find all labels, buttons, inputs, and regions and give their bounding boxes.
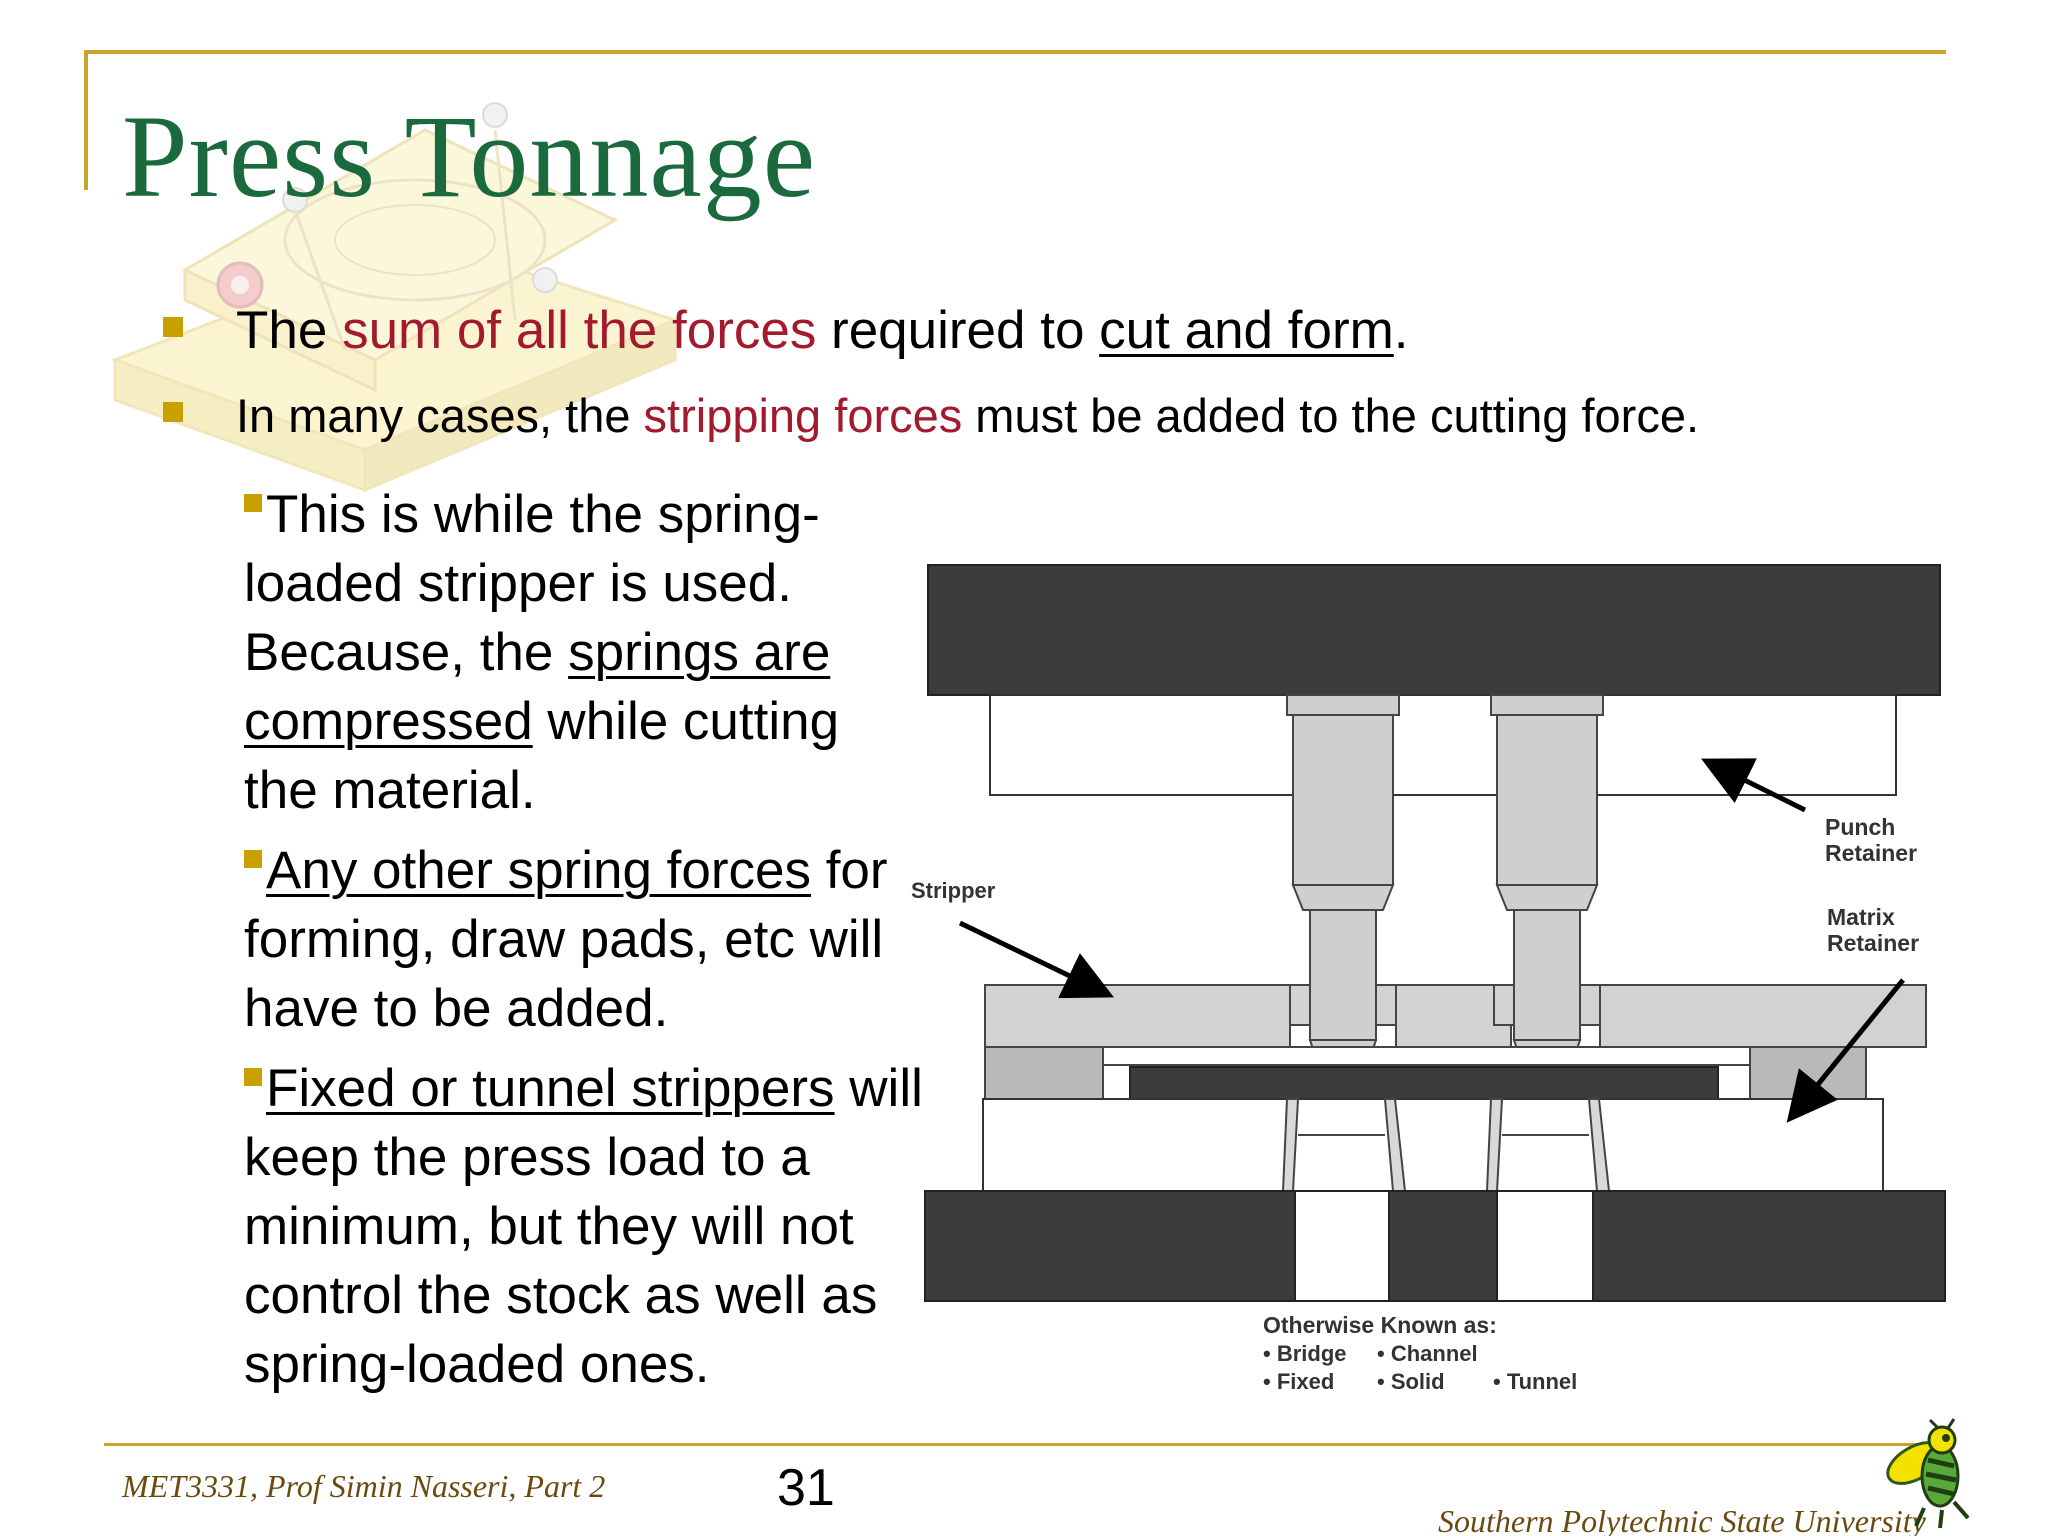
subbullet-1-underlined: springs are compressed xyxy=(244,623,831,751)
matrix-retainer xyxy=(982,1098,1884,1192)
top-die-plate xyxy=(927,564,1941,696)
label-punch-retainer-2: Retainer xyxy=(1825,840,1917,866)
bullet-2-text-a: In many cases, the xyxy=(236,389,644,442)
punch-retainer xyxy=(989,694,1897,796)
bullet-1-underlined: cut and form xyxy=(1099,301,1394,360)
footer-course: MET3331, Prof Simin Nasseri, Part 2 xyxy=(122,1468,606,1504)
die-set-diagram: Stripper Punch Retainer Matrix Retainer … xyxy=(911,564,1946,1394)
subbullet-2: Any other spring forces for forming, dra… xyxy=(244,836,924,1043)
slide-title: Press Tonnage xyxy=(122,91,817,222)
footer-university: Southern Polytechnic State University xyxy=(1438,1503,1926,1536)
spacer-bar xyxy=(1102,1046,1751,1066)
slug-opening-right xyxy=(1496,1190,1594,1302)
background-die-illustration xyxy=(110,102,680,493)
subbullet-column: This is while the spring-loaded stripper… xyxy=(244,480,944,1410)
bullet-2-highlight: stripping forces xyxy=(643,389,963,442)
bottom-rule xyxy=(104,1443,1926,1446)
label-matrix-retainer-1: Matrix xyxy=(1827,904,1895,930)
subbullet-2-underlined: Any other spring forces xyxy=(266,841,811,900)
subbullet-3: Fixed or tunnel strippers will keep the … xyxy=(244,1054,944,1399)
top-rule-vertical xyxy=(84,50,88,190)
subbullet-2-text: for forming, draw pads, etc will have to… xyxy=(244,841,888,1038)
top-rule xyxy=(84,50,1946,54)
bullet-1-text-b: required to xyxy=(816,301,1100,360)
die-openings xyxy=(1281,1098,1611,1192)
subbullet-1-text-a: This is while the spring-loaded stripper… xyxy=(244,485,820,682)
stock-strip xyxy=(1129,1066,1719,1104)
hornet-logo-icon xyxy=(1886,1418,1970,1529)
bullet-1: The sum of all the forces required to cu… xyxy=(236,300,1409,361)
known-as-solid: • Solid xyxy=(1377,1369,1445,1394)
arrow-icon xyxy=(1786,978,1905,1123)
bullet-square-icon xyxy=(244,1068,262,1086)
label-punch-retainer-1: Punch xyxy=(1825,814,1895,840)
known-as-tunnel: • Tunnel xyxy=(1493,1369,1577,1394)
known-as-fixed: • Fixed xyxy=(1263,1369,1334,1394)
arrow-icon xyxy=(1701,758,1807,813)
bullet-1-text-c: . xyxy=(1393,301,1409,360)
spacer-left xyxy=(984,1046,1104,1100)
slug-opening-left xyxy=(1294,1190,1390,1302)
stripper-plate xyxy=(984,984,1927,1048)
label-matrix-retainer-2: Retainer xyxy=(1827,930,1919,956)
bullet-square-icon xyxy=(244,494,262,512)
bullet-square-icon xyxy=(163,402,183,422)
arrow-icon xyxy=(958,920,1115,999)
subbullet-3-text: will keep the press load to a minimum, b… xyxy=(244,1059,923,1394)
punch-left xyxy=(1286,694,1400,1056)
bullet-square-icon xyxy=(244,850,262,868)
page-number: 31 xyxy=(777,1459,835,1517)
subbullet-1: This is while the spring-loaded stripper… xyxy=(244,480,884,825)
bullet-1-highlight: sum of all the forces xyxy=(342,301,817,360)
spacer-right xyxy=(1749,1046,1867,1100)
bullet-1-text-a: The xyxy=(236,301,343,360)
label-stripper: Stripper xyxy=(911,878,996,903)
bullet-2: In many cases, the stripping forces must… xyxy=(236,388,1699,443)
bullet-2-text-b: must be added to the cutting force. xyxy=(962,389,1700,442)
subbullet-1-text-b: while cutting the material. xyxy=(244,692,840,820)
bottom-die-plate xyxy=(924,1190,1946,1302)
bullet-square-icon xyxy=(163,317,183,337)
known-as-channel: • Channel xyxy=(1377,1341,1478,1366)
subbullet-3-underlined: Fixed or tunnel strippers xyxy=(266,1059,835,1118)
punch-right xyxy=(1490,694,1604,1056)
known-as-heading: Otherwise Known as: xyxy=(1263,1312,1497,1338)
known-as-bridge: • Bridge xyxy=(1263,1341,1347,1366)
